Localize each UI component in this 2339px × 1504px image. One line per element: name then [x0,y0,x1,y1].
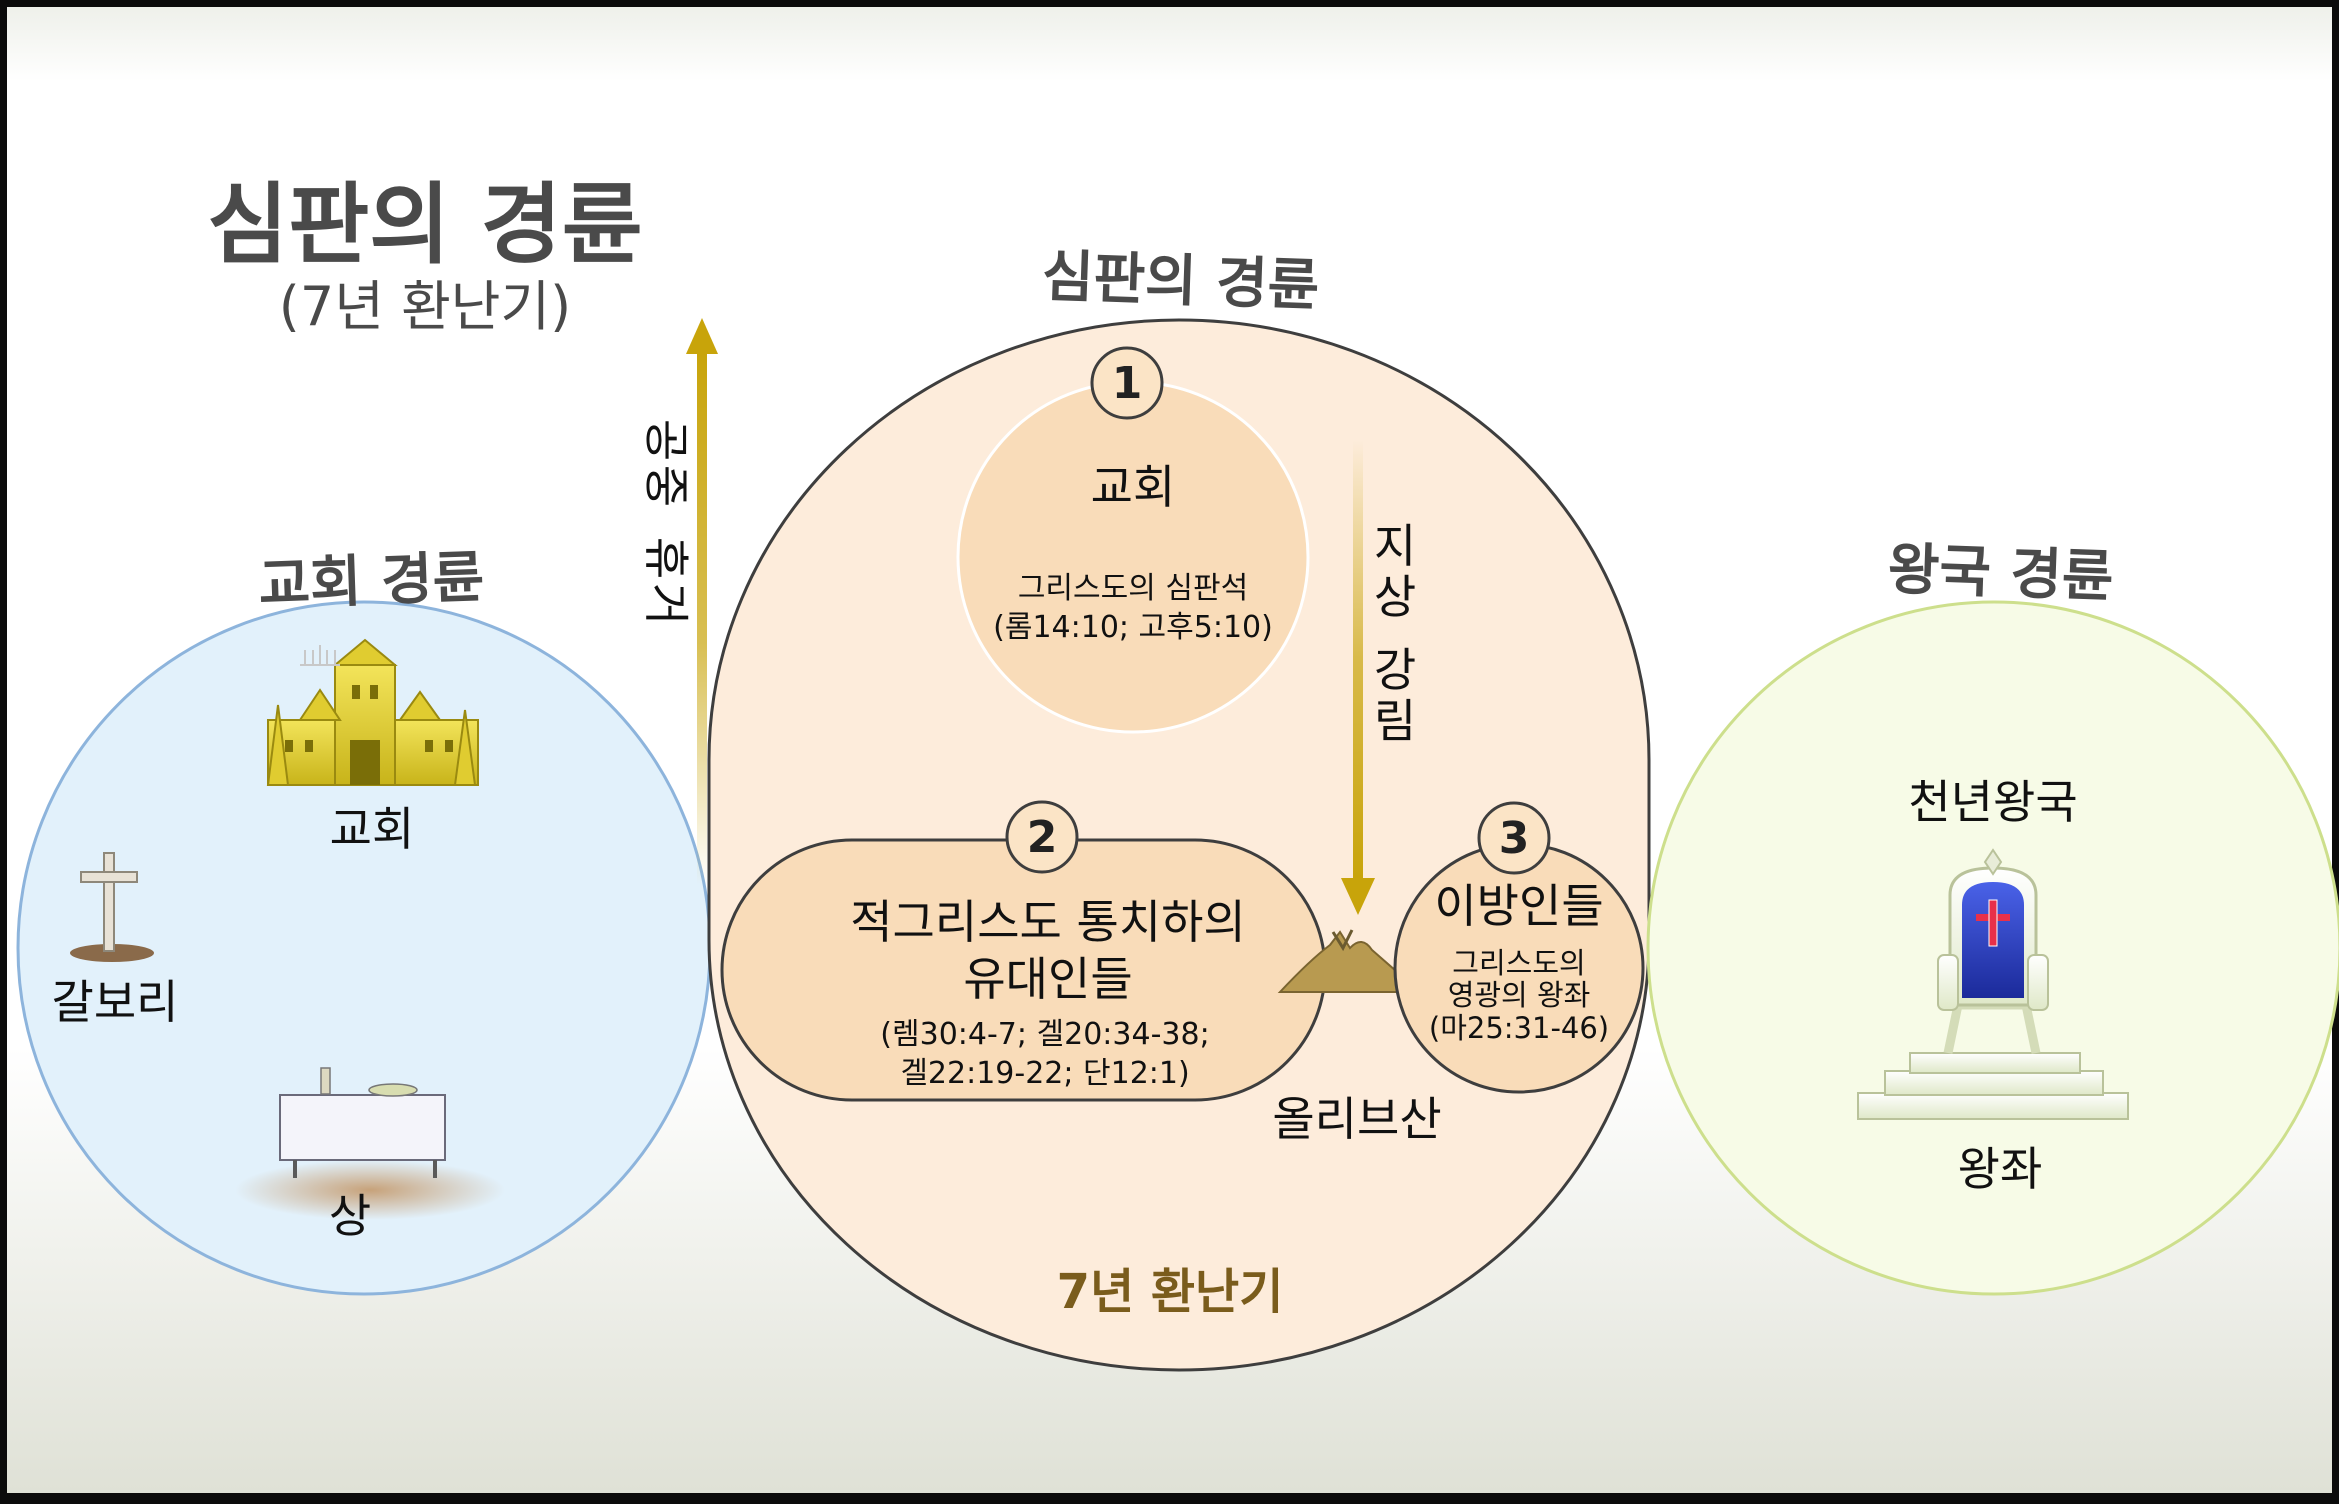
group3-line2: 영광의 왕좌 [1448,978,1591,1012]
church-label: 교회 [330,802,415,856]
table-icon [235,1067,505,1220]
group2-title-line1: 적그리스도 통치하의 [850,895,1246,949]
group3-number-badge [1477,801,1551,875]
calvary-label: 갈보리 [52,975,179,1029]
group1-title: 교회 [1091,460,1176,514]
rapture-arrow [686,318,718,885]
group2-ref-line1: (렘30:4-7; 겔20:34-38; [880,1017,1209,1052]
descent-char: 림 [1374,694,1416,748]
group3-number: 3 [1499,813,1530,864]
church-economy-title: 교회 경륜 [257,545,485,618]
descent-label: 지 상 강 림 [1374,519,1416,748]
group1-line2: (롬14:10; 고후5:10) [993,610,1273,645]
descent-arrow [1341,440,1375,915]
group1-number-badge [1090,346,1164,420]
group2-ref-line2: 겔22:19-22; 단12:1) [900,1056,1189,1091]
main-title: 심판의 경륜 [207,173,642,276]
kingdom-economy-title: 왕국 경륜 [1887,537,2115,610]
throne-label: 왕좌 [1958,1142,2043,1196]
group1-line1: 그리스도의 심판석 [1018,571,1248,606]
rapture-char: 휴 [639,537,693,579]
rapture-char: 중 [639,465,693,507]
table-label: 상 [329,1189,371,1243]
church-building-icon [266,638,479,786]
descent-char: 지 [1374,519,1416,573]
group1-church-circle [956,380,1310,734]
cross-icon [70,852,154,962]
olivet-label: 올리브산 [1272,1092,1441,1146]
group3-line3: (마25:31-46) [1429,1011,1609,1045]
group2-title-line2: 유대인들 [963,952,1132,1006]
descent-char: 상 [1374,570,1416,624]
descent-char: 강 [1374,643,1416,697]
rapture-char: 거 [639,583,693,625]
tribulation-label: 7년 환난기 [1057,1264,1284,1320]
rapture-label: 공 중 휴 거 [639,419,693,625]
rapture-char: 공 [639,419,693,461]
main-subtitle: (7년 환난기) [279,275,571,338]
millennium-label: 천년왕국 [1908,775,2077,829]
group1-number: 1 [1112,358,1143,409]
group3-title: 이방인들 [1434,879,1603,933]
group3-line1: 그리스도의 [1452,946,1585,980]
group2-number: 2 [1027,812,1058,863]
group2-number-badge [1005,800,1079,874]
throne-icon [1857,848,2129,1120]
judgment-economy-title: 심판의 경륜 [1041,244,1320,319]
